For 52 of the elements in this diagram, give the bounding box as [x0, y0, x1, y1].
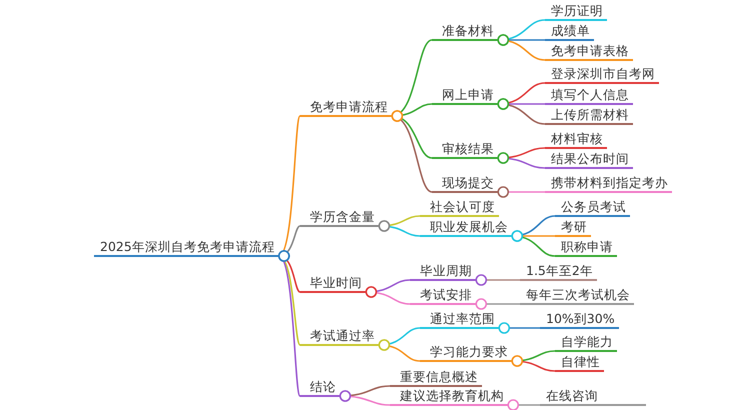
topic-label: 毕业周期: [410, 262, 476, 281]
topic-label: 结果公布时间: [545, 150, 633, 169]
topic-label: 考研: [555, 218, 591, 237]
topic-label: 职业发展机会: [420, 218, 512, 237]
topic-label: 现场提交: [432, 174, 498, 193]
connector-line: [475, 298, 520, 310]
topic-label: 学历含金量: [300, 208, 379, 227]
connector-line: [378, 339, 420, 362]
topic-label: 学习能力要求: [420, 343, 512, 362]
topic-label: 2025年深圳自考免考申请流程: [94, 238, 279, 257]
topic-label: 考试安排: [410, 286, 476, 305]
topic-label: 填写个人信息: [545, 86, 633, 105]
topic-label: 准备材料: [432, 22, 498, 41]
topic-label: 1.5年至2年: [520, 262, 597, 281]
topic-label: 社会认可度: [420, 198, 499, 217]
connector-line: [378, 220, 420, 237]
topic-label: 重要信息概述: [390, 368, 482, 387]
topic-label: 职称申请: [555, 238, 617, 257]
topic-label: 材料审核: [545, 130, 607, 149]
topic-label: 携带材料到指定考办: [545, 174, 672, 193]
connector-line: [497, 152, 546, 169]
topic-label: 每年三次考试机会: [520, 286, 634, 305]
topic-label: 免考申请流程: [300, 98, 392, 117]
connector-line: [511, 230, 556, 257]
connector-line: [497, 186, 545, 198]
topic-label: 登录深圳市自考网: [545, 65, 659, 84]
connector-line: [475, 274, 520, 286]
topic-label: 10%到30%: [540, 310, 619, 329]
topic-label: 学历证明: [545, 2, 607, 21]
connector-line: [498, 322, 540, 334]
topic-label: 毕业时间: [300, 274, 366, 293]
topic-label: 考试通过率: [300, 327, 379, 346]
topic-label: 通过率范围: [420, 310, 499, 329]
connector-line: [365, 286, 410, 305]
connector-line: [497, 34, 546, 61]
connector-line: [391, 110, 432, 193]
connector-line: [497, 98, 546, 125]
connector-line: [511, 355, 556, 372]
topic-label: 上传所需材料: [545, 106, 633, 125]
connector-line: [507, 399, 540, 410]
topic-label: 审核结果: [432, 140, 498, 159]
topic-label: 免考申请表格: [545, 42, 633, 61]
topic-label: 建议选择教育机构: [390, 387, 508, 406]
connector-line: [339, 390, 390, 406]
topic-label: 在线咨询: [540, 387, 646, 406]
topic-label: 自学能力: [555, 333, 617, 352]
connector-line: [278, 250, 301, 396]
topic-label: 自律性: [555, 353, 604, 372]
topic-label: 公务员考试: [555, 198, 630, 217]
topic-label: 结论: [300, 378, 340, 397]
topic-label: 网上申请: [432, 86, 498, 105]
topic-label: 成绩单: [545, 22, 594, 41]
